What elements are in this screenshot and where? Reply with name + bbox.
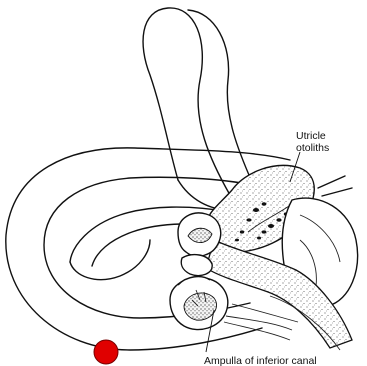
- label-ampulla-inferior: Ampulla of inferior canal: [204, 355, 317, 366]
- ampulla-inferior: [170, 277, 228, 330]
- label-otoliths: otoliths: [296, 142, 329, 154]
- nerve-fibers: [224, 304, 298, 340]
- label-utricle: Utricle: [296, 130, 326, 142]
- red-marker-dot[interactable]: [94, 340, 118, 364]
- semicircular-canal-superior: [143, 8, 252, 210]
